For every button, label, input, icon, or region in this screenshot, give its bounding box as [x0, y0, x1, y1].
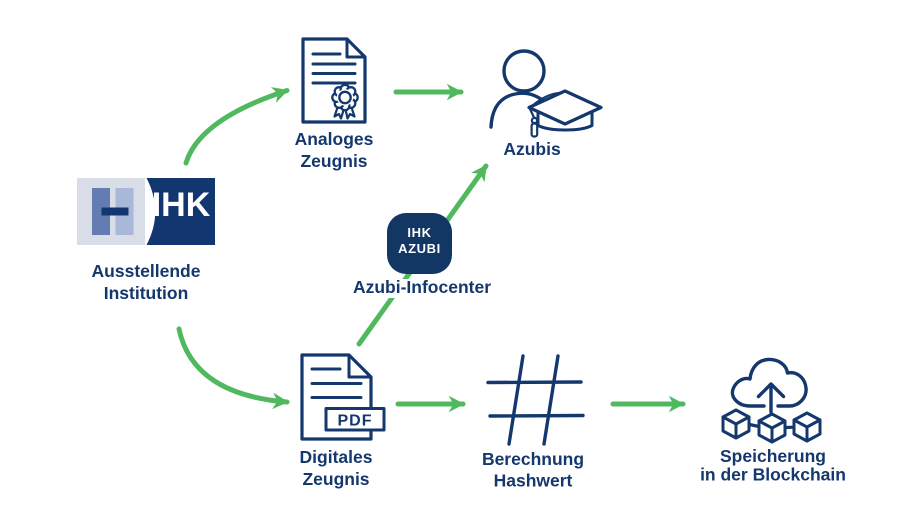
arrow-issuer-to-digital	[176, 326, 290, 410]
person-shoulders-icon	[489, 91, 547, 129]
certificate-document-icon	[301, 37, 367, 124]
digital-label-line2: Zeugnis	[302, 469, 369, 489]
hash-label-line2: Hashwert	[494, 471, 573, 491]
app-text-line1: IHK	[407, 225, 431, 240]
page-fold-icon	[347, 353, 373, 379]
cube-icon	[792, 411, 822, 443]
app-label: Azubi-Infocenter	[353, 277, 491, 297]
trainees-label: Azubis	[503, 139, 561, 159]
ihk-logo: IHK	[77, 178, 215, 245]
label-backdrop	[353, 279, 493, 298]
logo-h-bar-left	[92, 188, 110, 235]
app-tile	[387, 213, 452, 274]
graduation-cap-icon	[527, 89, 603, 138]
document-text-lines	[311, 52, 357, 85]
issuer-label-line1: Ausstellende	[92, 261, 201, 281]
analog-label-line2: Zeugnis	[300, 151, 367, 171]
trainee-icon	[489, 49, 603, 138]
azubi-app-icon: IHK AZUBI	[387, 213, 452, 274]
cube-icon	[721, 408, 751, 440]
cube-icon	[757, 412, 787, 444]
hash-label-line1: Berechnung	[482, 449, 584, 469]
seal-icon	[331, 83, 359, 120]
blockchain-storage-icon	[721, 357, 822, 444]
hash-icon	[486, 354, 585, 446]
blockchain-cubes-icon	[721, 408, 822, 444]
analog-certificate-icon	[301, 37, 367, 124]
logo-h-crossbar	[101, 207, 129, 216]
pdf-badge-box	[324, 407, 386, 432]
logo-navy-field	[146, 178, 215, 245]
pdf-badge-text: PDF	[338, 413, 373, 430]
app-text-line2: AZUBI	[398, 241, 441, 256]
page-fold-icon	[345, 37, 367, 59]
upload-arrow-icon	[756, 382, 786, 414]
issuer-label-line2: Institution	[104, 283, 189, 303]
cloud-icon	[730, 357, 808, 408]
digital-label-line1: Digitales	[300, 447, 373, 467]
document-text-lines	[310, 367, 363, 399]
pdf-document-icon: PDF	[300, 353, 386, 441]
logo-text: IHK	[152, 186, 211, 224]
analog-label-line1: Analoges	[295, 129, 374, 149]
person-head-icon	[502, 49, 546, 93]
arrow-issuer-to-analog	[183, 87, 290, 166]
blockchain-label-line1: Speicherung	[720, 446, 826, 466]
blockchain-label-line2: in der Blockchain	[700, 465, 846, 485]
